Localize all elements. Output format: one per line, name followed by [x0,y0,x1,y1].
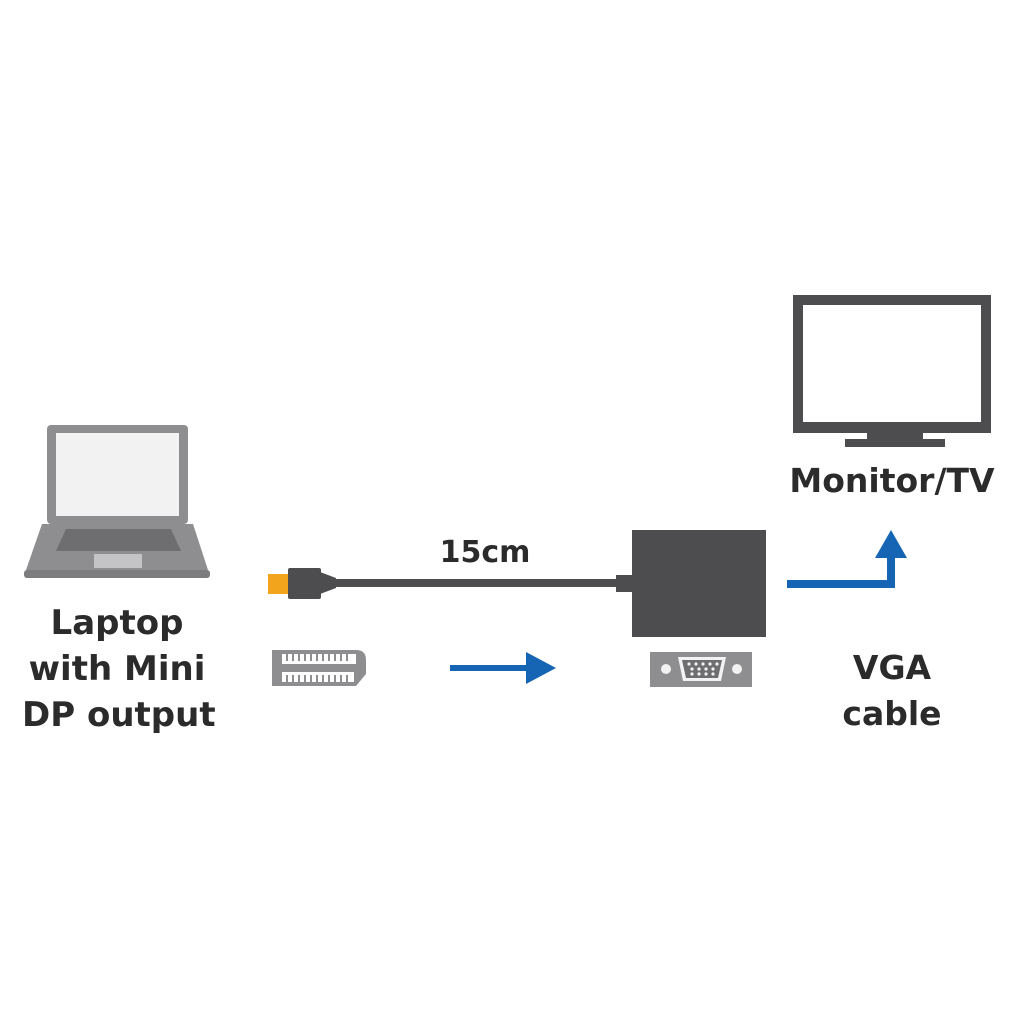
mini-displayport-plug-icon [268,568,336,599]
laptop-label-line-2: with Mini [28,649,206,689]
monitor-label: Monitor/TV [789,461,995,500]
vga-port-icon [650,652,752,687]
laptop-icon [24,425,210,578]
vga-cable-label-line-2: cable [842,694,942,733]
laptop-label-line-1: Laptop [50,603,184,643]
adapter-cable [334,579,620,587]
laptop-label-line-3: DP output [22,695,216,735]
adapter-box-icon [616,530,766,637]
laptop-label: Laptop with Mini DP output [22,600,216,738]
monitor-icon [793,295,991,447]
arrow-right-icon [450,652,556,684]
mini-displayport-port-icon [272,650,366,686]
cable-length-label: 15cm [439,535,531,570]
vga-cable-label-line-1: VGA [852,648,932,687]
vga-cable-label: VGA cable [822,645,962,737]
arrow-up-icon [787,530,907,588]
